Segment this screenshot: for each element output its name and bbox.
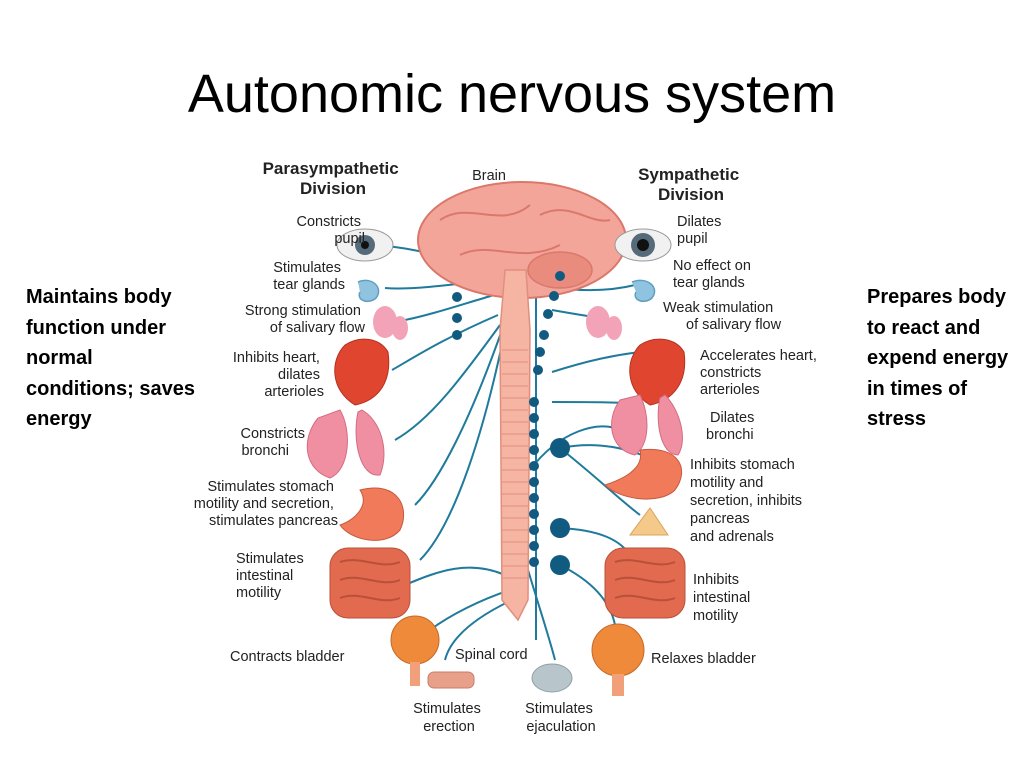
left-bladder bbox=[390, 615, 440, 665]
right-stomach bbox=[604, 448, 683, 500]
right-tear-gland bbox=[631, 279, 656, 303]
left-heart bbox=[334, 338, 390, 406]
para-label-intestine: Stimulates intestinal motility bbox=[236, 551, 308, 601]
symp-label-pupil: Dilates pupil bbox=[677, 214, 725, 247]
stimulates-ejaculation-label: Stimulates ejaculation bbox=[525, 701, 597, 735]
symp-label-heart: Accelerates heart, constricts arterioles bbox=[700, 348, 821, 398]
left-salivary-gland bbox=[373, 306, 397, 338]
seminal-gland bbox=[531, 663, 573, 693]
parasympathetic-organs bbox=[306, 228, 475, 689]
left-tear-gland bbox=[357, 279, 380, 303]
symp-label-bladder: Relaxes bladder bbox=[651, 651, 756, 667]
para-label-tear: Stimulates tear glands bbox=[273, 260, 345, 293]
right-lungs bbox=[611, 394, 683, 456]
sympathetic-summary: Prepares body to react and expend energy… bbox=[867, 286, 1009, 430]
page-title: Autonomic nervous system bbox=[187, 64, 837, 124]
left-intestines bbox=[329, 547, 411, 619]
spinal-cord-label: Spinal cord bbox=[455, 647, 528, 663]
brain-illustration bbox=[417, 181, 627, 299]
para-label-pupil: Constricts pupil bbox=[297, 214, 366, 247]
parasympathetic-summary: Maintains body function under normal con… bbox=[26, 286, 195, 430]
para-label-bladder: Contracts bladder bbox=[230, 649, 345, 665]
right-heart bbox=[629, 338, 686, 406]
parasympathetic-header: Parasympathetic Division bbox=[263, 159, 404, 198]
symp-label-stomach: Inhibits stomach motility and secretion,… bbox=[690, 457, 806, 545]
stimulates-erection-label: Stimulates erection bbox=[413, 701, 485, 735]
left-stomach bbox=[339, 487, 405, 541]
left-lungs bbox=[306, 409, 385, 479]
adrenal-gland bbox=[629, 507, 669, 536]
para-label-stomach: Stimulates stomach motility and secretio… bbox=[194, 479, 338, 529]
right-intestines bbox=[604, 547, 686, 619]
para-label-salivary: Strong stimulation of salivary flow bbox=[245, 303, 366, 336]
para-label-bronchi: Constricts bronchi bbox=[241, 426, 310, 459]
symp-label-salivary: Weak stimulation of salivary flow bbox=[663, 300, 782, 333]
symp-label-intestine: Inhibits intestinal motility bbox=[693, 572, 754, 624]
brain-label: Brain bbox=[472, 168, 506, 184]
autonomic-diagram: Parasympathetic Division Sympathetic Div… bbox=[194, 159, 821, 735]
sympathetic-header: Sympathetic Division bbox=[638, 165, 744, 204]
symp-label-bronchi: Dilates bronchi bbox=[706, 410, 758, 443]
ganglia bbox=[452, 271, 570, 575]
spinal-cord-illustration bbox=[499, 269, 531, 622]
penis-illustration bbox=[427, 671, 475, 689]
right-bladder bbox=[591, 623, 645, 677]
right-salivary-gland bbox=[586, 306, 610, 338]
parasympathetic-nerves bbox=[384, 245, 513, 661]
symp-label-tear: No effect on tear glands bbox=[673, 258, 755, 291]
sympathetic-organs bbox=[531, 228, 686, 696]
para-label-heart: Inhibits heart, dilates arterioles bbox=[233, 350, 324, 400]
